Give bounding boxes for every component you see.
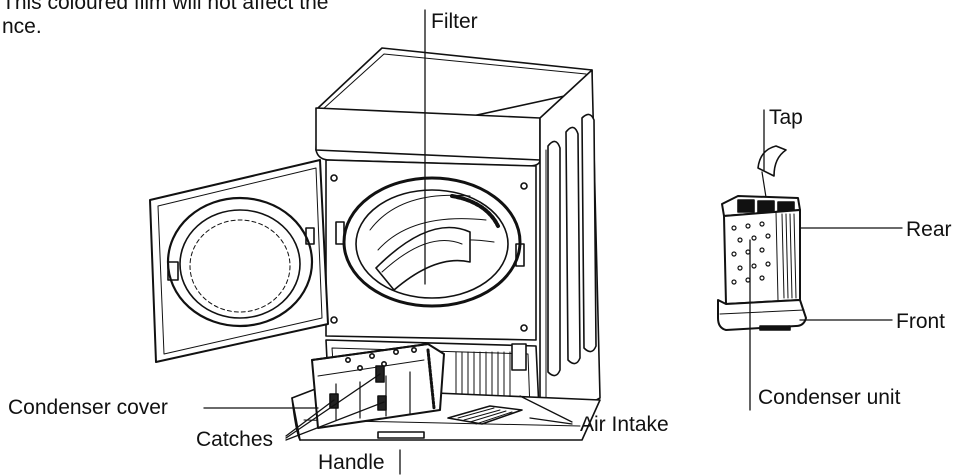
- dryer-door: [149, 159, 329, 363]
- label-front: Front: [896, 310, 946, 333]
- condenser-unit-installed: [311, 343, 445, 429]
- leader-lines: [203, 9, 903, 475]
- condenser-unit-detail: [717, 145, 807, 331]
- label-tap: Tap: [769, 106, 803, 129]
- label-air-intake: Air Intake: [580, 413, 669, 436]
- intro-text-line-1: This coloured film will not affect the: [2, 0, 329, 14]
- label-condenser-unit: Condenser unit: [758, 386, 901, 409]
- label-catches: Catches: [196, 428, 274, 451]
- label-rear: Rear: [906, 218, 952, 241]
- label-filter: Filter: [431, 10, 478, 33]
- label-condenser-cover: Condenser cover: [8, 396, 168, 419]
- intro-text-line-2: nce.: [2, 15, 42, 38]
- dryer-body: [315, 47, 601, 437]
- label-handle: Handle: [318, 451, 385, 474]
